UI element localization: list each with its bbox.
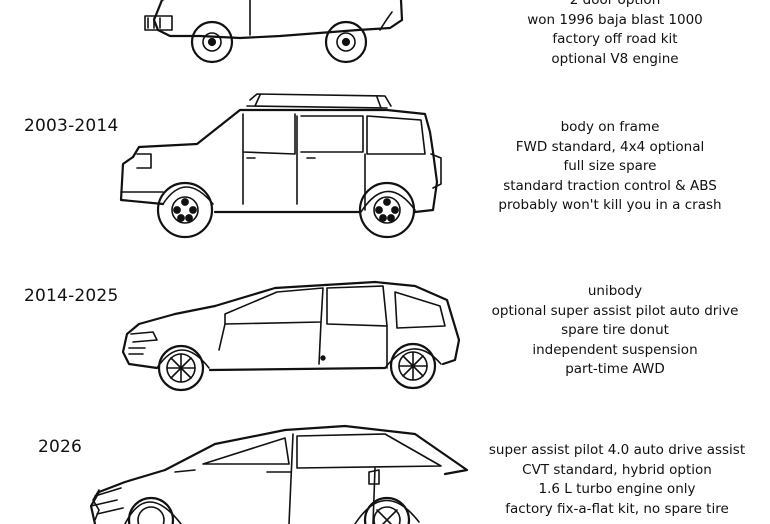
classic-truck-drawing [144,0,404,64]
note: full size spare [563,158,657,174]
sloped-crossover-drawing [89,424,469,524]
crossover-drawing [121,280,461,392]
note: optional V8 engine [551,50,679,67]
note: spare tire donut [561,322,669,338]
note: CVT standard, hybrid option [522,461,712,478]
note: FWD standard, 4x4 optional [515,138,705,155]
section-2-notes: body on frame FWD standard, 4x4 optional… [455,118,765,216]
section-4-notes: super assist pilot 4.0 auto drive assist… [462,441,770,519]
note: factory fix-a-flat kit, no spare tire [505,500,729,517]
note: optional super assist pilot auto drive [491,302,739,319]
note: part-time AWD [565,361,665,377]
section-4-year: 2026 [38,437,83,457]
note: independent suspension [532,341,698,358]
note: won 1996 baja blast 1000 [527,11,703,28]
section-3-year: 2014-2025 [24,286,119,306]
note: unibody [587,283,643,299]
section-2-year: 2003-2014 [24,116,119,136]
note: super assist pilot 4.0 auto drive assist [488,442,746,458]
note: standard traction control & ABS [503,177,717,194]
section-1-notes: 2 door option won 1996 baja blast 1000 f… [460,0,770,69]
note: body on frame [560,119,660,135]
section-3-notes: unibody optional super assist pilot auto… [460,282,770,380]
note: factory off road kit [552,31,678,47]
boxy-suv-drawing [119,93,442,239]
note: 2 door option [569,0,661,8]
note: probably won't kill you in a crash [498,197,722,213]
note: 1.6 L turbo engine only [538,481,696,497]
